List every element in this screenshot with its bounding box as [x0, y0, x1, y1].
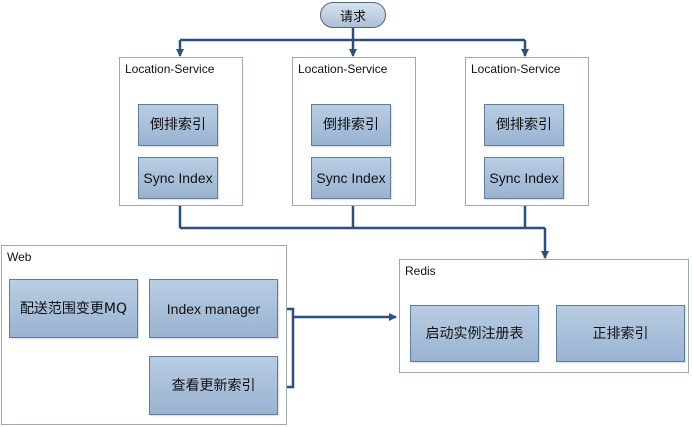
inverted-index-box-3: 倒排索引	[484, 104, 564, 146]
location-service-1-title: Location-Service	[125, 62, 215, 76]
sync-index-box-1: Sync Index	[138, 157, 218, 199]
inverted-index-box-2: 倒排索引	[311, 104, 391, 146]
index-manager-label: Index manager	[166, 300, 261, 317]
forward-index-label: 正排索引	[592, 325, 649, 342]
instance-registry-label: 启动实例注册表	[425, 325, 524, 342]
sync-index-label-1: Sync Index	[143, 170, 213, 186]
request-label: 请求	[339, 9, 366, 25]
index-manager-box: Index manager	[149, 279, 278, 338]
inverted-index-label-1: 倒排索引	[150, 117, 206, 133]
location-service-2-title: Location-Service	[298, 62, 388, 76]
view-update-index-box: 查看更新索引	[149, 356, 278, 415]
inverted-index-label-3: 倒排索引	[496, 117, 552, 133]
sync-index-box-3: Sync Index	[484, 157, 564, 199]
inverted-index-label-2: 倒排索引	[323, 117, 379, 133]
redis-title: Redis	[405, 264, 436, 278]
inverted-index-box-1: 倒排索引	[138, 104, 218, 146]
view-update-index-label: 查看更新索引	[171, 377, 256, 394]
sync-index-box-2: Sync Index	[311, 157, 391, 199]
web-title: Web	[7, 250, 32, 264]
sync-index-label-2: Sync Index	[316, 170, 386, 186]
mq-box: 配送范围变更MQ	[9, 279, 138, 338]
mq-box-label: 配送范围变更MQ	[19, 300, 128, 317]
forward-index-box: 正排索引	[556, 305, 685, 362]
instance-registry-box: 启动实例注册表	[410, 305, 539, 362]
request-node: 请求	[320, 2, 386, 28]
location-service-3-title: Location-Service	[471, 62, 561, 76]
sync-index-label-3: Sync Index	[489, 170, 559, 186]
